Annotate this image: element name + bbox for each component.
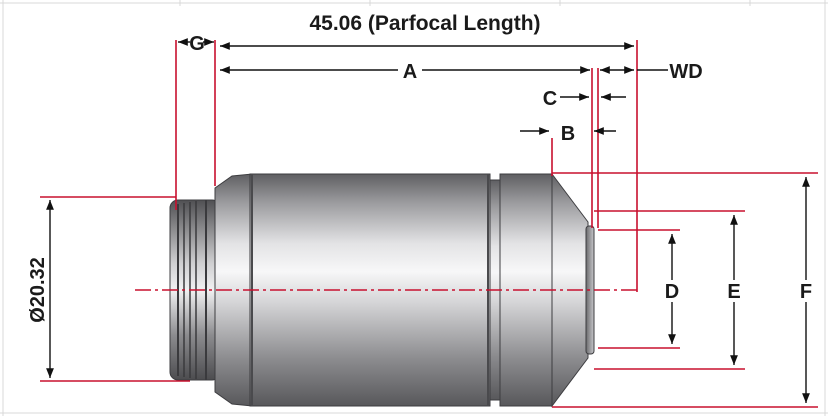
dimension-labels: 45.06 (Parfocal Length) G A WD C B D E F… xyxy=(27,12,812,323)
diameter-label: Ø20.32 xyxy=(27,257,49,323)
b-label: B xyxy=(561,123,575,145)
g-label: G xyxy=(189,33,205,55)
dimension-arrows xyxy=(46,38,810,403)
main-barrel xyxy=(249,173,491,407)
e-label: E xyxy=(727,281,740,303)
c-label: C xyxy=(543,88,557,110)
d-label: D xyxy=(665,281,679,303)
wd-label: WD xyxy=(669,61,702,83)
a-label: A xyxy=(403,61,417,83)
parfocal-label: 45.06 (Parfocal Length) xyxy=(309,12,540,35)
f-label: F xyxy=(800,281,812,303)
reference-lines xyxy=(40,40,818,408)
